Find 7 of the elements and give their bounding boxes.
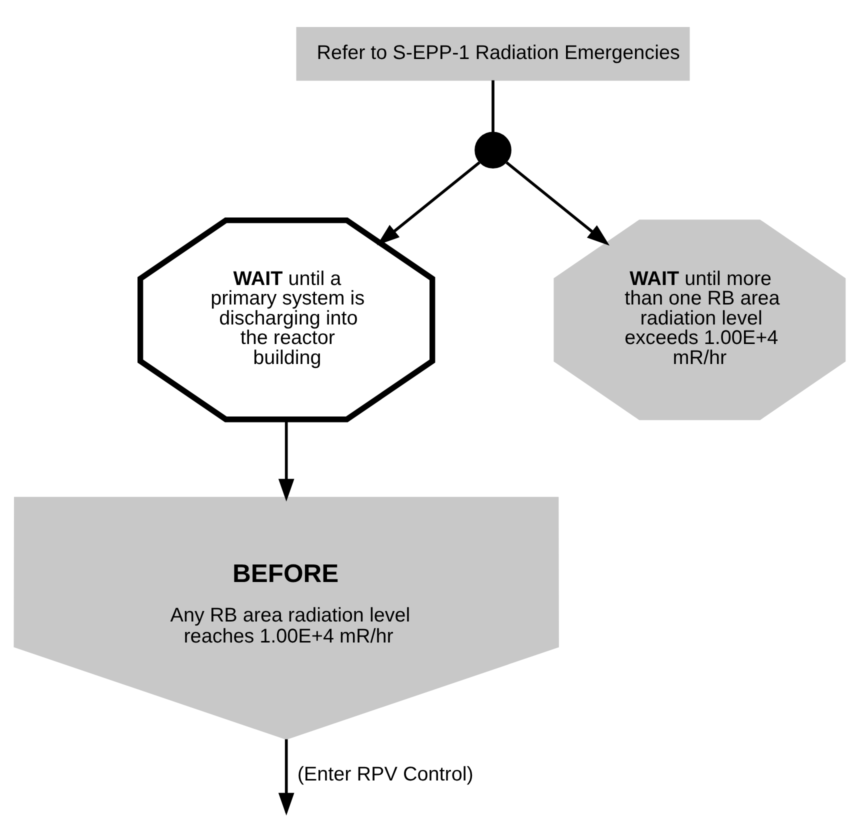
arrow	[278, 420, 294, 502]
edge-label: (Enter RPV Control)	[297, 763, 474, 786]
arrow	[376, 161, 480, 246]
node-circle	[474, 132, 512, 168]
arrow	[506, 161, 610, 246]
node-box: Refer to S-EPP-1 Radiation Emergencies	[296, 26, 690, 81]
connector	[492, 80, 494, 132]
